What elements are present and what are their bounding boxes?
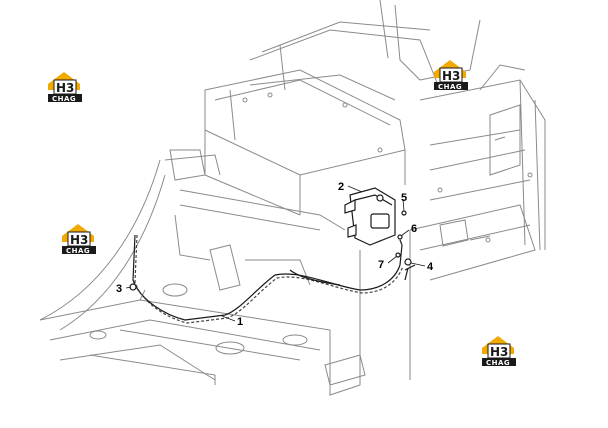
svg-text:H3: H3 <box>442 69 460 83</box>
svg-text:H3: H3 <box>490 345 508 359</box>
callout-4: 4 <box>427 261 434 273</box>
svg-text:H3: H3 <box>70 233 88 247</box>
connector-assembly <box>395 210 416 281</box>
watermark-logo: H3 CHAG <box>62 224 96 255</box>
machine-frame <box>39 0 546 396</box>
callout-3: 3 <box>116 283 122 295</box>
cable-harness <box>132 234 404 324</box>
callout-2: 2 <box>338 181 344 193</box>
watermark-logo: H3 CHAG <box>48 72 82 103</box>
svg-text:CHAG: CHAG <box>486 359 510 367</box>
watermark-logo: H3 CHAG <box>482 336 516 367</box>
leader-lines <box>125 185 426 322</box>
svg-text:CHAG: CHAG <box>438 83 462 91</box>
callout-5: 5 <box>401 192 407 204</box>
callout-1: 1 <box>237 316 243 328</box>
watermark-logo: H3 CHAG <box>434 60 468 91</box>
switch-bracket <box>344 187 396 246</box>
callout-7: 7 <box>378 259 384 271</box>
svg-text:CHAG: CHAG <box>52 95 76 103</box>
callout-6: 6 <box>411 223 417 235</box>
svg-text:H3: H3 <box>56 81 74 95</box>
svg-text:CHAG: CHAG <box>66 247 90 255</box>
